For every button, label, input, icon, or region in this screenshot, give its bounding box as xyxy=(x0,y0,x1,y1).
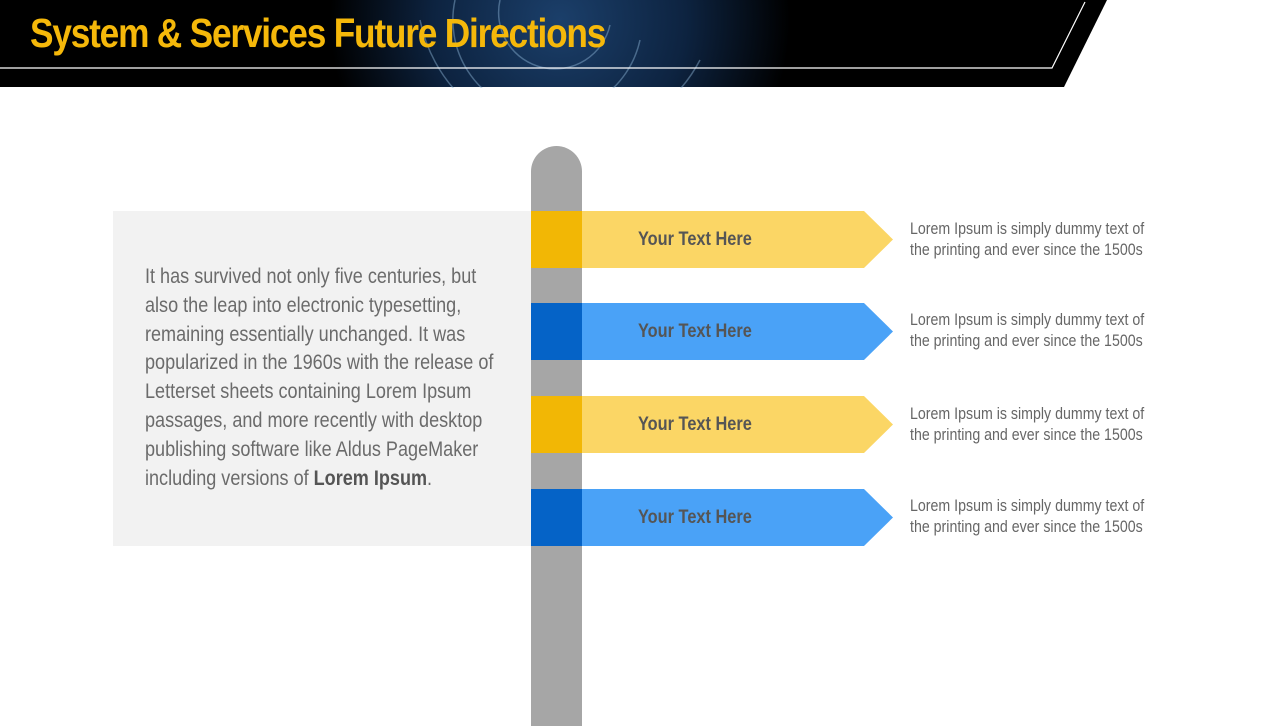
sign-3-stub xyxy=(531,396,582,453)
sign-1-label: Your Text Here xyxy=(638,229,752,250)
sign-2-stub xyxy=(531,303,582,360)
text-panel xyxy=(113,211,531,546)
sign-3: Your Text Here xyxy=(531,396,893,453)
header-divider-line xyxy=(0,1,1086,69)
panel-text-end: . xyxy=(427,466,433,490)
header-banner: System & Services Future Directions xyxy=(0,0,1280,88)
sign-3-label: Your Text Here xyxy=(638,414,752,435)
sign-1-description: Lorem Ipsum is simply dummy text of the … xyxy=(910,220,1145,259)
sign-2-arrow xyxy=(582,303,893,360)
panel-text-main: It has survived not only five centuries,… xyxy=(145,265,494,490)
sign-4-arrow xyxy=(582,489,893,546)
sign-1: Your Text Here xyxy=(531,211,893,268)
sign-4-stub xyxy=(531,489,582,546)
sign-2-description: Lorem Ipsum is simply dummy text of the … xyxy=(910,311,1145,350)
sign-3-description: Lorem Ipsum is simply dummy text of the … xyxy=(910,405,1145,444)
sign-4-label: Your Text Here xyxy=(638,507,752,528)
sign-2-label: Your Text Here xyxy=(638,321,752,342)
page-title: System & Services Future Directions xyxy=(30,10,606,56)
sign-1-arrow xyxy=(582,211,893,268)
sign-4-description: Lorem Ipsum is simply dummy text of the … xyxy=(910,497,1145,536)
panel-paragraph: It has survived not only five centuries,… xyxy=(145,263,498,493)
sign-2: Your Text Here xyxy=(531,303,893,360)
sign-4: Your Text Here xyxy=(531,489,893,546)
sign-3-arrow xyxy=(582,396,893,453)
header-background xyxy=(0,0,1107,88)
sign-1-stub xyxy=(531,211,582,268)
panel-text-bold: Lorem Ipsum xyxy=(313,466,428,490)
